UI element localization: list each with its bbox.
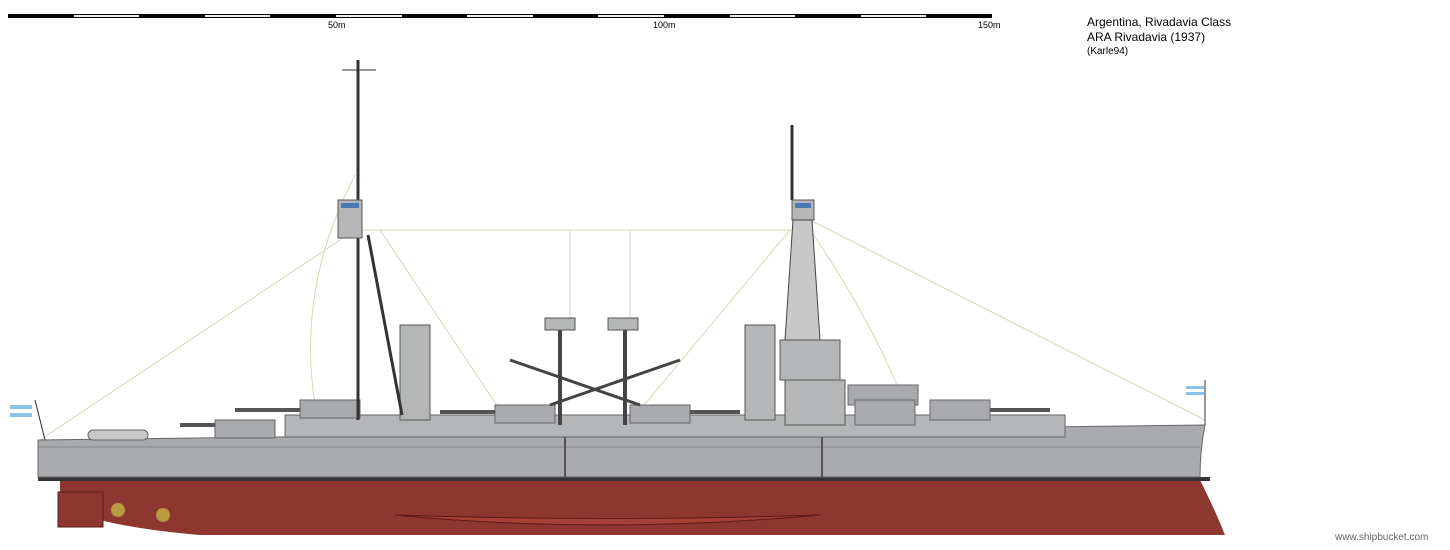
hull-underwater (60, 480, 1225, 535)
hull-upper (37, 424, 1206, 478)
flag-stern (10, 399, 46, 441)
scale-label-50m: 50m (328, 20, 346, 30)
title-line-ship: ARA Rivadavia (1937) (1087, 30, 1206, 44)
author-credit: (Karle94) (1087, 46, 1129, 57)
foremast (342, 60, 404, 420)
waterline (38, 477, 1210, 481)
propeller (156, 508, 170, 522)
funnel-fore (399, 324, 431, 421)
boat-cranes (509, 320, 681, 425)
drawing-title: Argentina, Rivadavia Class ARA Rivadavia… (1087, 15, 1231, 45)
scale-label-100m: 100m (653, 20, 676, 30)
turrets (180, 384, 1050, 439)
funnel-aft (744, 324, 776, 421)
title-line-class: Argentina, Rivadavia Class (1087, 15, 1232, 29)
watermark: www.shipbucket.com (1335, 532, 1429, 543)
mainmast (779, 125, 846, 426)
propeller (111, 503, 125, 517)
scale-bar (8, 14, 992, 18)
bilge-keel (394, 514, 821, 526)
scale-label-150m: 150m (978, 20, 1001, 30)
rudder (57, 491, 104, 528)
flag-bow (1186, 380, 1206, 425)
